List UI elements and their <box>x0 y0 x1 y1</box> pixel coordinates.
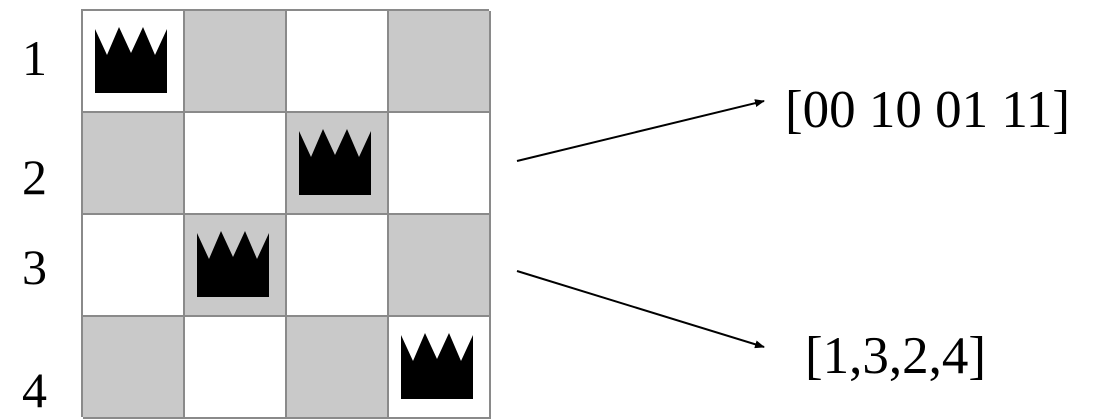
board-cell-r3-c2 <box>185 215 287 317</box>
board-cell-r3-c4 <box>389 215 491 317</box>
board-cell-r1-c1 <box>83 11 185 113</box>
board-cell-r4-c3 <box>287 317 389 419</box>
row-label-3: 3 <box>22 239 47 295</box>
binary-encoding-label: [00 10 01 11] <box>785 81 1071 139</box>
board-cell-r1-c3 <box>287 11 389 113</box>
board-cell-r1-c2 <box>185 11 287 113</box>
crown-icon <box>95 27 167 93</box>
permutation-encoding-label: [1,3,2,4] <box>805 327 987 385</box>
arrow-to-permutation <box>516 270 765 349</box>
crown-icon <box>197 231 269 297</box>
crown-icon <box>299 129 371 195</box>
board-cell-r2-c1 <box>83 113 185 215</box>
arrow-to-binary <box>516 99 765 162</box>
board-cell-r4-c4 <box>389 317 491 419</box>
board-cell-r3-c3 <box>287 215 389 317</box>
board-cell-r2-c2 <box>185 113 287 215</box>
row-label-2: 2 <box>22 149 47 205</box>
crown-icon <box>401 333 473 399</box>
board-cell-r1-c4 <box>389 11 491 113</box>
board-cell-r2-c3 <box>287 113 389 215</box>
board-cell-r2-c4 <box>389 113 491 215</box>
board-cell-r3-c1 <box>83 215 185 317</box>
board-cell-r4-c1 <box>83 317 185 419</box>
chess-board <box>81 9 491 419</box>
board-cell-r4-c2 <box>185 317 287 419</box>
row-label-4: 4 <box>22 362 47 418</box>
row-label-1: 1 <box>22 30 47 86</box>
